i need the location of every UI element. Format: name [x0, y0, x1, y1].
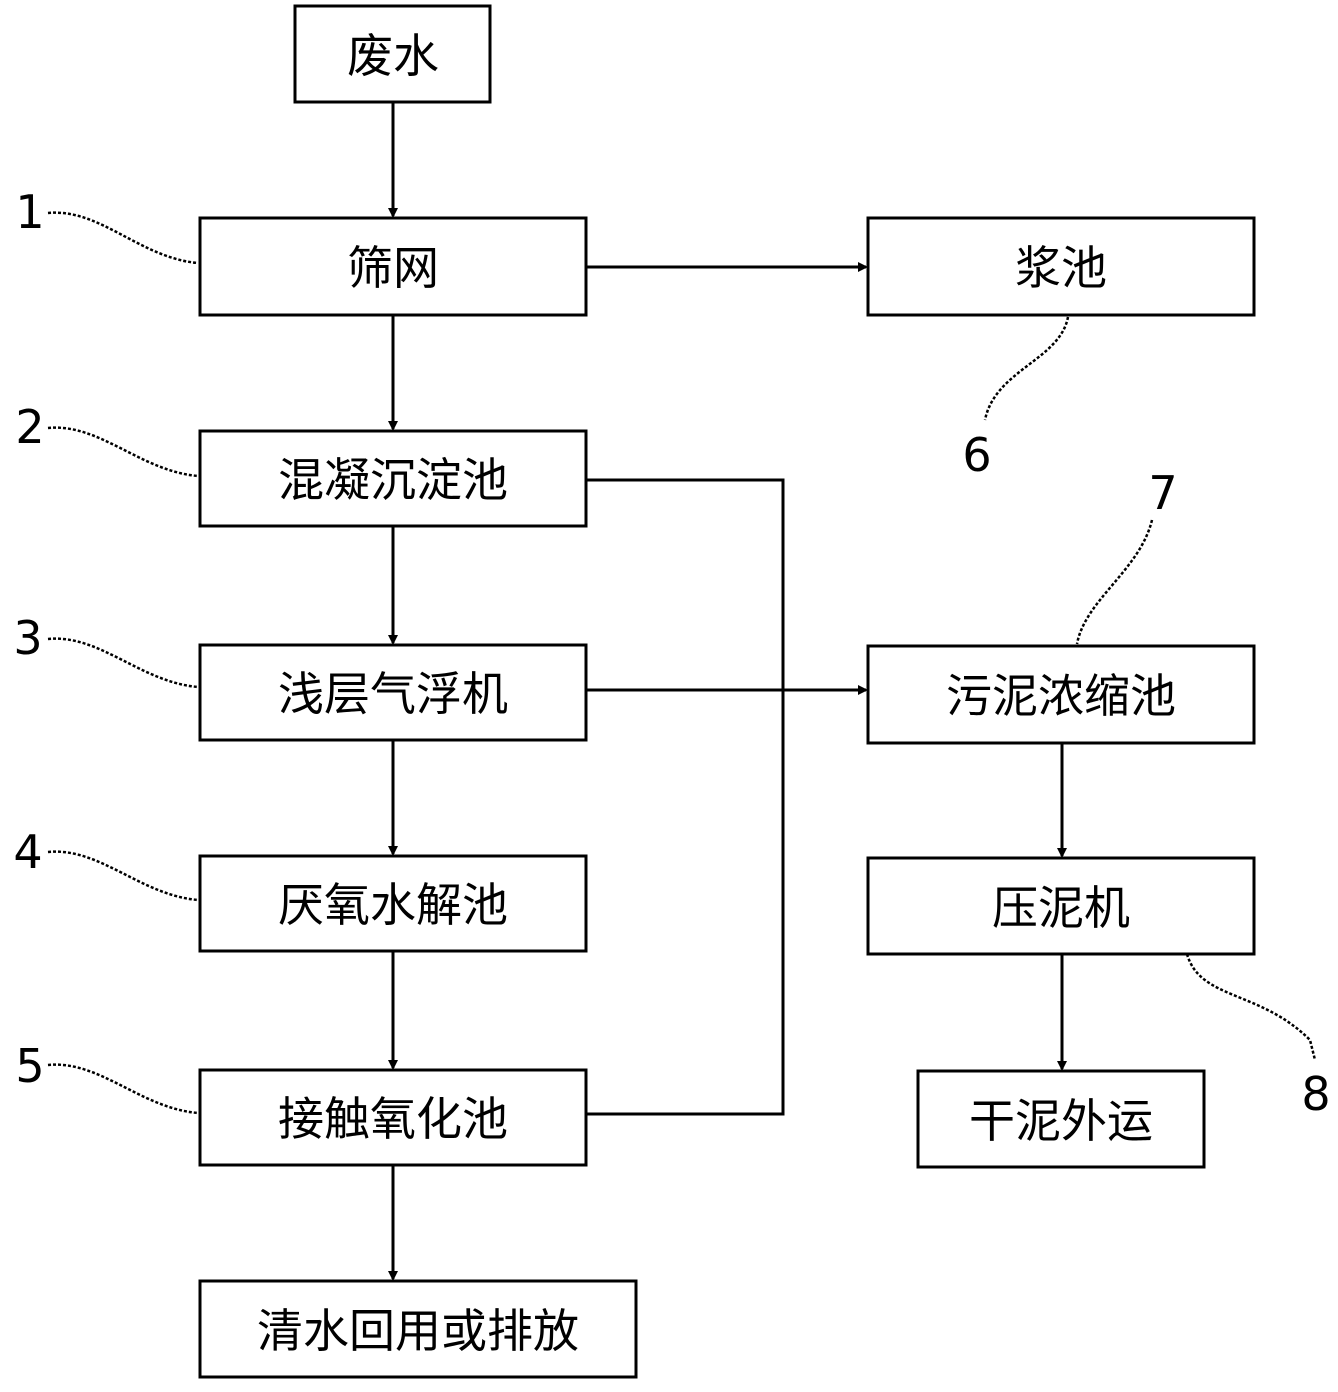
box-contact-oxidation: 接触氧化池 [198, 1068, 588, 1167]
box-dry-sludge: 干泥外运 [916, 1069, 1206, 1169]
wastewater-label: 废水 [347, 29, 439, 83]
ref-4: 4 [13, 825, 42, 879]
dry-sludge-label: 干泥外运 [969, 1094, 1153, 1148]
ref-2: 2 [15, 400, 44, 454]
ref-8: 8 [1301, 1067, 1330, 1121]
box-sludge-press: 压泥机 [866, 856, 1256, 956]
ref-5: 5 [15, 1039, 44, 1093]
box-wastewater: 废水 [293, 4, 492, 104]
box-air-flotation: 浅层气浮机 [198, 643, 588, 742]
box-screen: 筛网 [198, 216, 588, 317]
leader-4 [47, 850, 199, 902]
ref-7: 7 [1148, 466, 1177, 520]
sludge-thickener-label: 污泥浓缩池 [946, 669, 1176, 723]
leader-6 [983, 316, 1070, 421]
box-sludge-thickener: 污泥浓缩池 [866, 644, 1256, 745]
coag-settle-label: 混凝沉淀池 [278, 453, 508, 507]
box-clear-water: 清水回用或排放 [198, 1279, 638, 1379]
connectors [388, 102, 1067, 1281]
slurry-tank-label: 浆池 [1015, 241, 1107, 295]
clear-water-label: 清水回用或排放 [257, 1304, 579, 1358]
ref-1: 1 [15, 185, 44, 239]
leader-lines [47, 211, 1317, 1115]
sludge-press-label: 压泥机 [992, 881, 1130, 935]
box-anaerobic: 厌氧水解池 [198, 854, 588, 953]
ref-6: 6 [962, 428, 991, 482]
contact-oxidation-label: 接触氧化池 [278, 1092, 508, 1146]
leader-1 [47, 211, 199, 265]
leader-3 [47, 637, 199, 689]
reference-numerals: 1 2 3 4 5 6 7 8 [13, 185, 1330, 1121]
box-slurry-tank: 浆池 [866, 216, 1256, 317]
anaerobic-label: 厌氧水解池 [278, 878, 508, 932]
screen-label: 筛网 [347, 241, 439, 295]
leader-2 [47, 426, 199, 478]
line-coag-to-collector [586, 478, 785, 1116]
leader-7 [1075, 519, 1154, 645]
ref-3: 3 [13, 611, 42, 665]
box-coag-settle: 混凝沉淀池 [198, 429, 588, 528]
leader-5 [47, 1063, 199, 1115]
air-flotation-label: 浅层气浮机 [278, 667, 508, 721]
leader-8 [1185, 953, 1317, 1061]
